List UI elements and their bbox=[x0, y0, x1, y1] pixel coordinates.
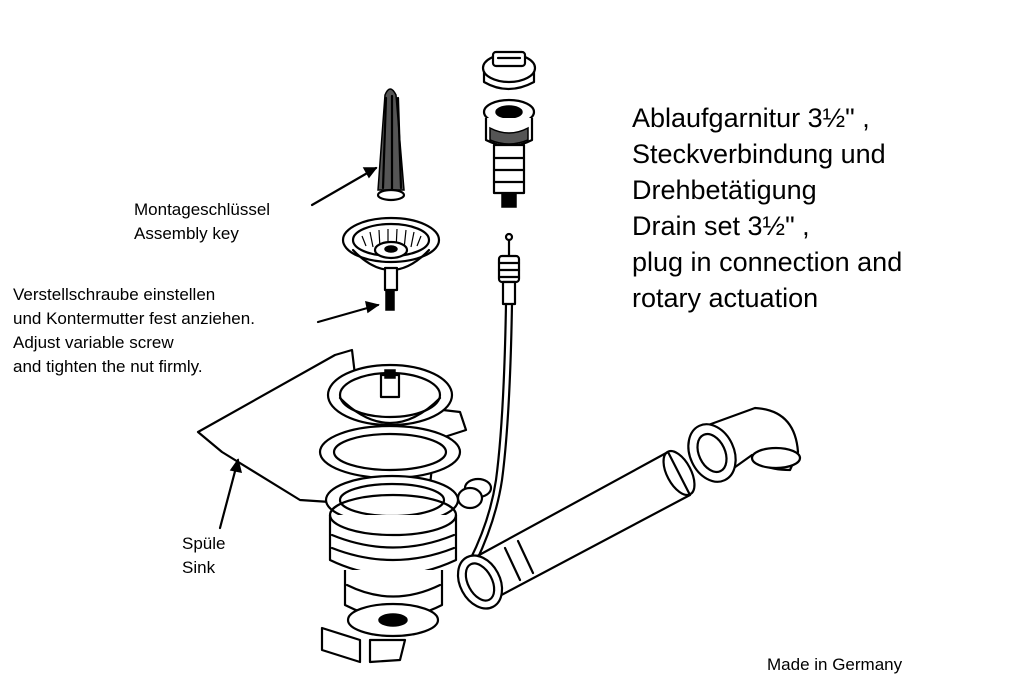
made-in-label: Made in Germany bbox=[767, 655, 903, 674]
title-line-1: Ablaufgarnitur 3½" , bbox=[632, 103, 870, 133]
assembly-key-label-en: Assembly key bbox=[134, 224, 239, 243]
sink-label-de: Spüle bbox=[182, 534, 226, 553]
sink-label: Spüle Sink bbox=[182, 532, 225, 580]
bowden-cable bbox=[468, 302, 508, 562]
assembly-key-label-de: Montageschlüssel bbox=[134, 200, 271, 219]
assembly-key-label: Montageschlüssel Assembly key bbox=[134, 198, 270, 246]
adjust-screw-label-de-1: Verstellschraube einstellen bbox=[13, 285, 216, 304]
sealing-rings bbox=[318, 424, 462, 526]
cable-coupling bbox=[497, 232, 521, 306]
adjust-screw-label-en-1: Adjust variable screw bbox=[13, 333, 174, 352]
drain-body bbox=[320, 477, 493, 664]
sink-flange bbox=[326, 363, 454, 427]
pipe-elbow bbox=[687, 406, 802, 483]
actuator-body bbox=[482, 98, 536, 208]
outlet-pipe bbox=[456, 449, 696, 610]
adjust-screw-label: Verstellschraube einstellen und Kontermu… bbox=[13, 283, 255, 379]
rotary-knob bbox=[481, 50, 537, 91]
sink-label-en: Sink bbox=[182, 558, 216, 577]
title-line-2: Steckverbindung und bbox=[632, 139, 886, 169]
adjust-screw-label-de-2: und Kontermutter fest anziehen. bbox=[13, 309, 255, 328]
leader-arrows bbox=[218, 166, 380, 530]
title-line-6: rotary actuation bbox=[632, 283, 819, 313]
assembly-key bbox=[376, 88, 406, 202]
adjust-screw-label-en-2: and tighten the nut firmly. bbox=[13, 357, 203, 376]
title-line-3: Drehbetätigung bbox=[632, 175, 817, 205]
title-line-4: Drain set 3½" , bbox=[632, 211, 810, 241]
product-title: Ablaufgarnitur 3½" , Steckverbindung und… bbox=[632, 100, 902, 316]
title-line-5: plug in connection and bbox=[632, 247, 903, 277]
strainer-basket bbox=[341, 216, 441, 311]
